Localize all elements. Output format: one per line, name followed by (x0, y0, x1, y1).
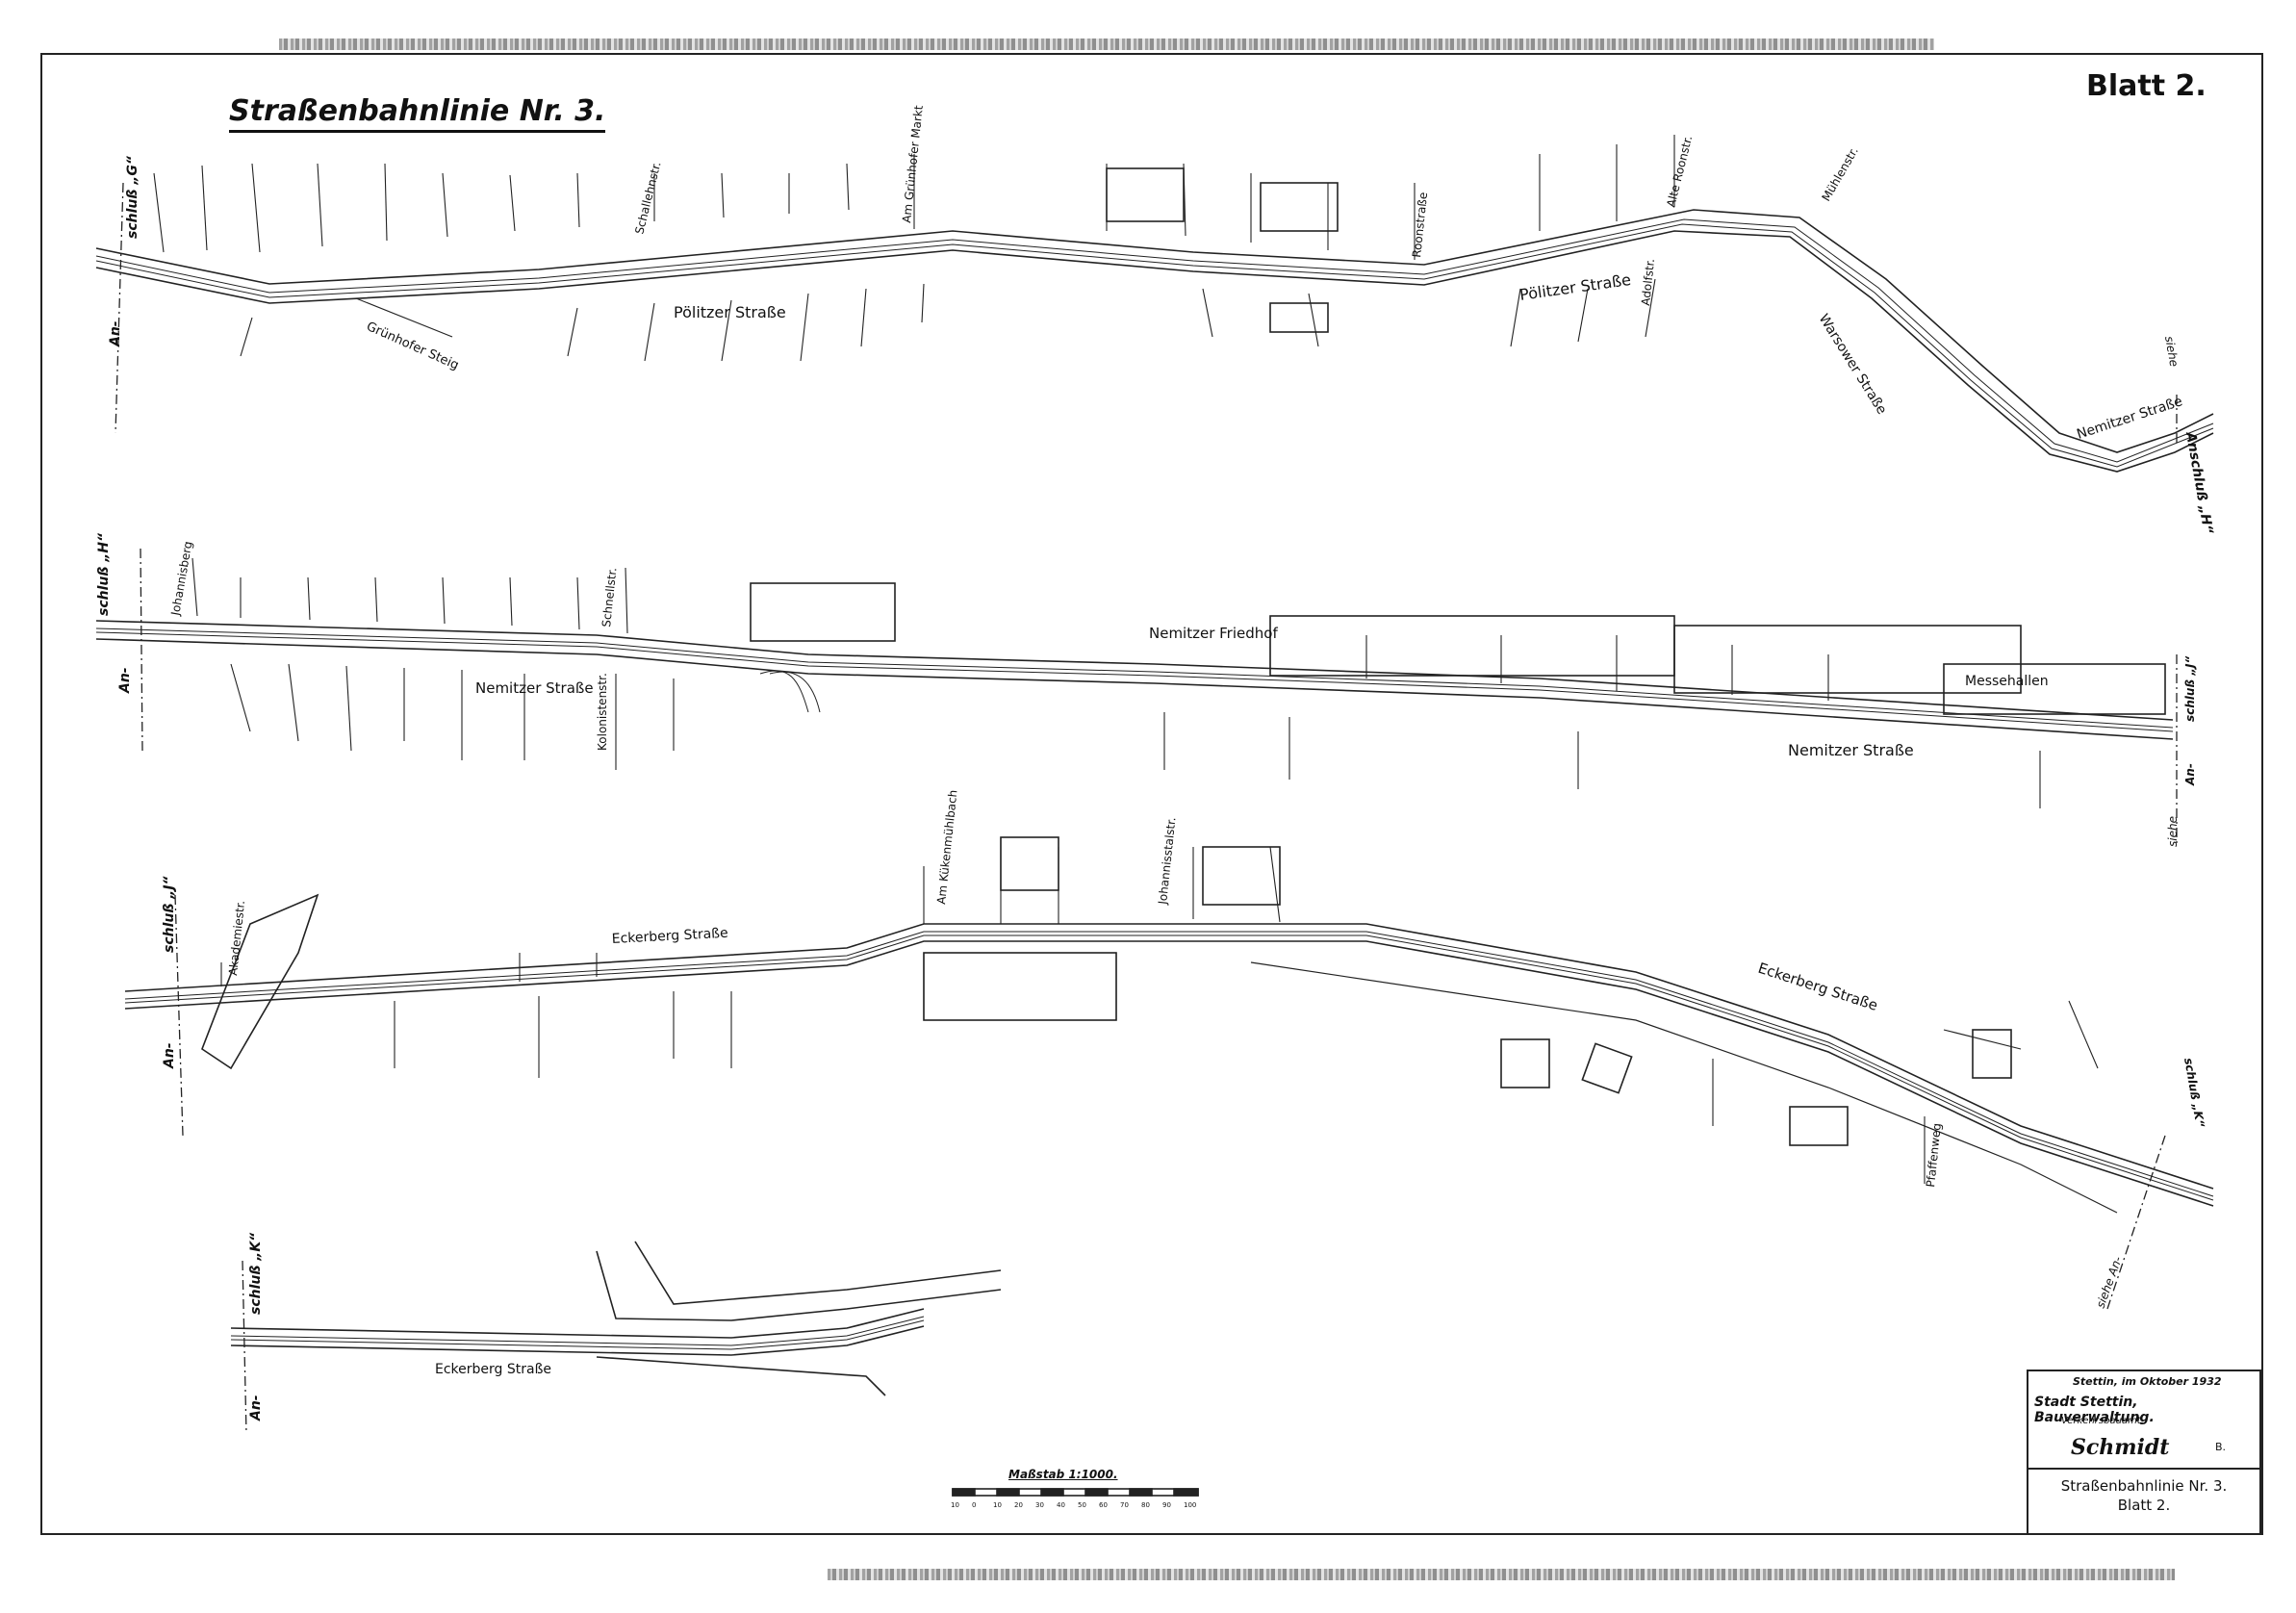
building (1972, 1029, 2012, 1079)
building (1581, 1042, 1633, 1094)
label-an-g: An- (108, 320, 123, 347)
label-anschluss-h-right: Anschluß „H“ (2182, 430, 2216, 536)
map-labels: schluß „G“ An- Pölitzer Straße Pölitzer … (96, 104, 2216, 1421)
label-nemitzer-2: Nemitzer Straße (475, 679, 594, 697)
label-pfaffenweg: Pfaffenweg (1924, 1122, 1944, 1188)
label-an-h: An- (117, 667, 133, 694)
label-johannisstalstr: Johannisstalstr. (1156, 816, 1179, 906)
label-johannisberg: Johannisberg (168, 540, 195, 617)
scale-ticks: 10 0 10 20 30 40 50 60 70 80 90 100 (951, 1501, 1196, 1509)
building (1500, 1038, 1550, 1088)
label-am-gruenhofer-markt: Am Grünhofer Markt (900, 104, 926, 223)
label-alte-roonstr: Alte Roonstr. (1664, 134, 1695, 208)
building (1000, 836, 1059, 891)
cemetery-plot (1673, 625, 2022, 694)
label-siehe-an: siehe An- (2094, 1255, 2125, 1310)
scale-bar (952, 1488, 1199, 1497)
scale-tick: 40 (1057, 1501, 1065, 1509)
street-nemitzer-strasse (95, 620, 2174, 740)
label-anschluss-g: schluß „G“ (125, 155, 140, 239)
label-adolfstr: Adolfstr. (1639, 258, 1657, 306)
label-schaellchen: Schallehnstr. (632, 161, 663, 236)
label-siehe-1: siehe (2162, 335, 2181, 368)
scale-tick: 10 (951, 1501, 959, 1509)
title-block-mark: B. (2215, 1441, 2227, 1453)
label-anschluss-k: schluß „K“ (248, 1232, 264, 1315)
label-kolonistenstr: Kolonistenstr. (596, 673, 609, 751)
label-an-right: An- (2183, 763, 2197, 786)
connection-markers (115, 182, 2178, 1435)
label-nemitzer-friedhof: Nemitzer Friedhof (1149, 625, 1278, 642)
label-poelitzer-2: Pölitzer Straße (1518, 270, 1632, 304)
label-muehlenstr: Mühlenstr. (1819, 144, 1860, 203)
cemetery-plot (750, 582, 896, 642)
scale-tick: 70 (1120, 1501, 1129, 1509)
sheet-number: Blatt 2. (2086, 69, 2207, 103)
building (1789, 1106, 1849, 1146)
title-block-signature: Schmidt (2071, 1435, 2170, 1460)
label-am-kuekenmuehlbach: Am Kükenmühlbach (934, 789, 959, 905)
label-anschluss-h: schluß „H“ (96, 532, 112, 616)
map-frame (40, 53, 2263, 1535)
scale-tick: 60 (1099, 1501, 1108, 1509)
label-poelitzer-1: Pölitzer Straße (674, 303, 786, 321)
title-block-title: Straßenbahnlinie Nr. 3. (2060, 1477, 2228, 1495)
scale-tick: 20 (1014, 1501, 1023, 1509)
parcel-lines-strip-2 (191, 557, 2041, 808)
label-anschluss-k-right: schluß „K“ (2181, 1057, 2207, 1129)
scale-tick: 30 (1035, 1501, 1044, 1509)
label-gruenhofer-steig: Grünhofer Steig (364, 320, 461, 373)
building (1260, 182, 1339, 232)
scale-tick: 0 (972, 1501, 976, 1509)
scale-tick: 10 (993, 1501, 1002, 1509)
label-an-k: An- (248, 1395, 264, 1421)
scan-edge-bottom (828, 1569, 2175, 1580)
map-title: Straßenbahnlinie Nr. 3. (229, 94, 606, 133)
label-schnellstr: Schnellstr. (600, 567, 619, 627)
label-roonstrasse: Roonstraße (1410, 192, 1430, 258)
title-block-department: Verkehrsbauamt. (2061, 1416, 2144, 1426)
label-siehe-2: siehe (2166, 816, 2180, 847)
title-block-office: Stadt Stettin, Bauverwaltung. (2034, 1395, 2155, 1425)
cemetery-plot (1269, 615, 1675, 677)
scale-tick: 50 (1078, 1501, 1086, 1509)
bridge (201, 893, 319, 1070)
building (1202, 846, 1281, 906)
building (923, 952, 1117, 1021)
scale-tick: 80 (1141, 1501, 1150, 1509)
title-block-sheet: Blatt 2. (2117, 1497, 2171, 1514)
label-eckerberg-3: Eckerberg Straße (435, 1362, 551, 1377)
building (1106, 167, 1185, 222)
scan-edge-top (279, 38, 1934, 50)
label-anschluss-j-right: schluß „J“ (2183, 656, 2197, 722)
label-anschluss-j: schluß „J“ (162, 875, 177, 953)
label-nemitzer-3: Nemitzer Straße (1788, 741, 1914, 759)
label-eckerberg-1: Eckerberg Straße (611, 926, 728, 947)
building (1269, 302, 1329, 333)
title-block-divider (2028, 1468, 2259, 1470)
scale-label: Maßstab 1:1000. (1008, 1468, 1118, 1481)
street-poelitzer-strasse (95, 209, 2214, 473)
title-block: Stettin, im Oktober 1932 Stadt Stettin, … (2027, 1370, 2261, 1535)
street-eckerberg-strasse (124, 923, 2214, 1214)
title-block-date: Stettin, im Oktober 1932 (2073, 1375, 2222, 1388)
scale-tick: 90 (1162, 1501, 1171, 1509)
label-eckerberg-2: Eckerberg Straße (1756, 960, 1880, 1014)
label-messehallen: Messehallen (1965, 674, 2049, 689)
exhibition-halls (1943, 663, 2166, 715)
scale-tick: 100 (1184, 1501, 1196, 1509)
label-an-j: An- (162, 1042, 177, 1069)
label-warsower: Warsower Straße (1816, 312, 1890, 418)
street-eckerberg-end (230, 1241, 1002, 1396)
